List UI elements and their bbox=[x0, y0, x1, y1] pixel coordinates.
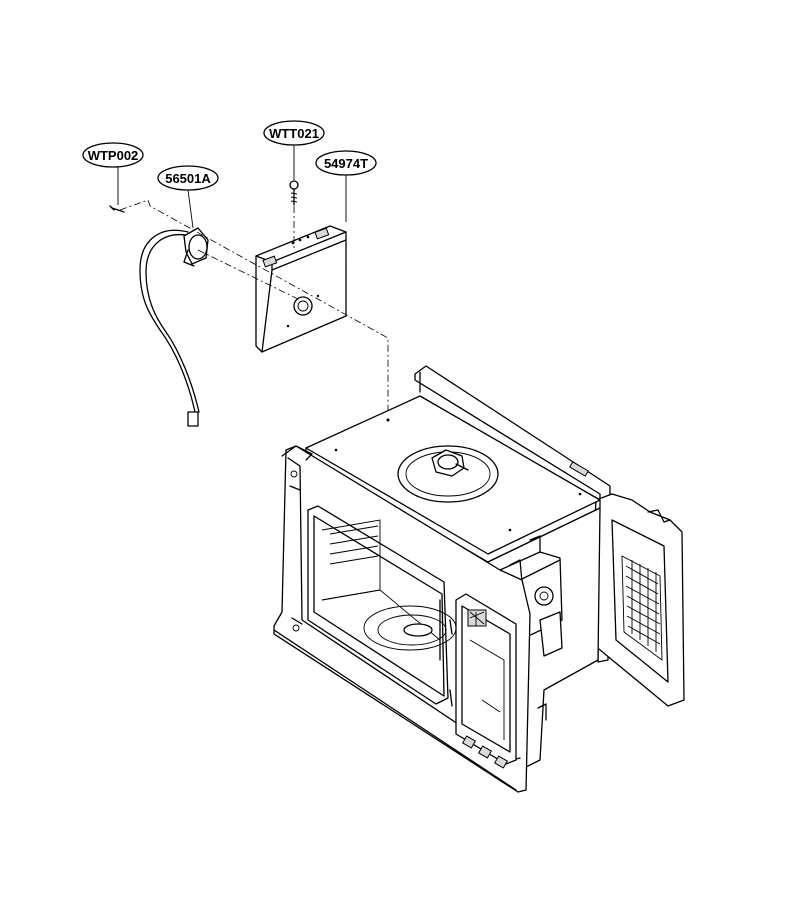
callout-label-54974t: 54974T bbox=[324, 156, 368, 171]
sensor-bracket bbox=[255, 225, 347, 353]
callout-wtt021[interactable]: WTT021 bbox=[263, 120, 325, 146]
callout-wtp002[interactable]: WTP002 bbox=[82, 142, 144, 168]
callout-label-wtt021: WTT021 bbox=[269, 126, 319, 141]
assembly-guide-lines bbox=[119, 199, 389, 418]
callout-56501a[interactable]: 56501A bbox=[157, 165, 219, 191]
leader-line-56501a bbox=[187, 189, 194, 229]
thermal-sensor-assembly bbox=[139, 227, 209, 427]
screw-wtt021 bbox=[289, 180, 299, 206]
callout-label-wtp002: WTP002 bbox=[88, 148, 139, 163]
callout-54974t[interactable]: 54974T bbox=[315, 150, 377, 176]
callout-label-56501a: 56501A bbox=[165, 171, 211, 186]
cavity-interior bbox=[321, 519, 457, 661]
stirrer-cover bbox=[397, 445, 499, 503]
screw-wtp002 bbox=[109, 205, 125, 213]
vent-grille bbox=[621, 555, 663, 661]
front-frame bbox=[273, 445, 547, 793]
oven-cavity-assembly bbox=[273, 365, 685, 793]
